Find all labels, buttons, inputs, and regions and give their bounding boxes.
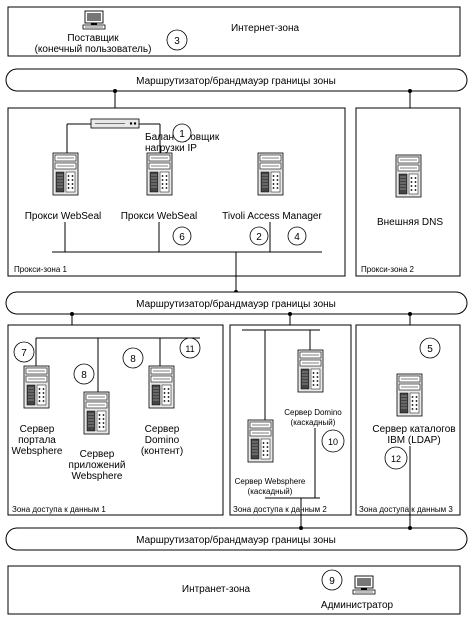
balancer-label-line2: нагрузки IP — [145, 143, 197, 154]
apps-server-icon — [83, 391, 110, 435]
proxy-server-1-icon — [52, 152, 79, 196]
websphere-cascade-server-icon — [247, 419, 274, 463]
admin-pc-icon — [352, 575, 376, 595]
badge-number: 5 — [427, 344, 433, 355]
apps-label-line2: приложений — [69, 460, 126, 471]
supplier-label-line2: (конечный пользователь) — [35, 44, 152, 55]
admin-label: Администратор — [321, 600, 394, 611]
data-zone-3-label: Зона доступа к данным 3 — [359, 505, 453, 514]
badge-circle — [73, 363, 95, 385]
badge-number: 12 — [391, 454, 401, 464]
badge-number: 4 — [294, 232, 300, 243]
intranet-zone-title: Интранет-зона — [182, 584, 251, 595]
router-bar-bottom: Маршрутизатор/брандмауэр границы зоны — [5, 527, 468, 551]
ldap-label-line2: IBM (LDAP) — [387, 435, 440, 446]
router-label: Маршрутизатор/брандмауэр границы зоны — [136, 75, 336, 87]
router-bar-middle: Маршрутизатор/брандмауэр границы зоны — [5, 291, 468, 315]
connector-dot — [113, 89, 117, 93]
data-zone-3: 5 Сервер каталогов IBM (LDAP) 12 Зона до… — [355, 324, 461, 528]
proxy-1-label: Прокси WebSeal — [25, 211, 102, 222]
tam-server-icon — [257, 152, 284, 196]
ldap-server-icon — [396, 373, 423, 417]
badge-circle — [287, 226, 307, 246]
proxy-zone-2-label: Прокси-зона 2 — [361, 265, 414, 274]
router-label: Маршрутизатор/брандмауэр границы зоны — [136, 534, 336, 546]
badge-circle — [13, 341, 35, 363]
badge-number: 8 — [81, 370, 87, 381]
badge-number: 1 — [179, 129, 185, 140]
router-bar-top: Маршрутизатор/брандмауэр границы зоны — [5, 68, 468, 92]
domino-cascade-line2: (каскадный) — [291, 418, 336, 427]
badge-number: 3 — [174, 36, 180, 47]
data-zone-2-label: Зона доступа к данным 2 — [233, 505, 327, 514]
badge-number: 9 — [329, 576, 335, 587]
badge-circle — [321, 569, 343, 591]
proxy-server-2-icon — [146, 152, 173, 196]
proxy-zone-1: Балансировщик нагрузки IP 1 Прокси WebSe… — [7, 107, 346, 294]
badge-circle — [172, 123, 192, 143]
badge-number: 11 — [185, 344, 194, 354]
domino-cascade-server-icon — [297, 349, 324, 393]
badge-circle — [172, 226, 192, 246]
internet-zone-title: Интернет-зона — [231, 23, 300, 34]
portal-server-icon — [23, 365, 50, 409]
apps-label-line3: Websphere — [72, 471, 123, 482]
domino-label-line2: Domino — [145, 435, 180, 446]
domino-cascade-line1: Сервер Domino — [284, 408, 342, 417]
badge-number: 2 — [256, 232, 262, 243]
connector-dot — [408, 89, 412, 93]
ws-cascade-line2: (каскадный) — [248, 487, 293, 496]
badge-circle — [249, 226, 269, 246]
apps-label-line1: Сервер — [80, 449, 115, 460]
ws-cascade-line1: Сервер Websphere — [235, 477, 306, 486]
badge-circle — [166, 29, 188, 51]
badge-circle — [419, 337, 441, 359]
badge-circle — [122, 347, 144, 369]
supplier-label-line1: Поставщик — [67, 33, 119, 44]
proxy-zone-1-label: Прокси-зона 1 — [14, 265, 67, 274]
badge-number: 10 — [328, 437, 338, 447]
intranet-zone: Интранет-зона 9 Администратор — [7, 565, 461, 615]
badge-number: 6 — [179, 232, 185, 243]
data-zone-2: Сервер Domino (каскадный) 10 Сервер Webs… — [229, 324, 352, 528]
data-zone-1: 7 Сервер портала Websphere 8 Сервер прил… — [7, 324, 224, 516]
data-zone-1-label: Зона доступа к данным 1 — [12, 505, 106, 514]
dns-label: Внешняя DNS — [377, 217, 443, 228]
tam-label: Tivoli Access Manager — [222, 211, 322, 222]
portal-label-line1: Сервер — [20, 424, 55, 435]
proxy-2-label: Прокси WebSeal — [121, 211, 198, 222]
badge-circle — [384, 446, 408, 470]
portal-label-line3: Websphere — [12, 446, 63, 457]
badge-circle — [321, 429, 345, 453]
supplier-pc-icon — [82, 10, 106, 30]
badge-number: 7 — [21, 348, 27, 359]
portal-label-line2: портала — [18, 435, 56, 446]
badge-number: 8 — [130, 354, 136, 365]
router-label: Маршрутизатор/брандмауэр границы зоны — [136, 298, 336, 310]
domino-content-server-icon — [148, 365, 175, 409]
dns-server-icon — [395, 154, 422, 198]
proxy-zone-2: Внешняя DNS Прокси-зона 2 — [355, 107, 461, 277]
internet-zone: Поставщик (конечный пользователь) 3 Инте… — [7, 6, 461, 57]
domino-label-line3: (контент) — [141, 446, 183, 457]
ldap-label-line1: Сервер каталогов — [372, 424, 455, 435]
domino-label-line1: Сервер — [145, 424, 180, 435]
badge-circle — [179, 337, 201, 359]
